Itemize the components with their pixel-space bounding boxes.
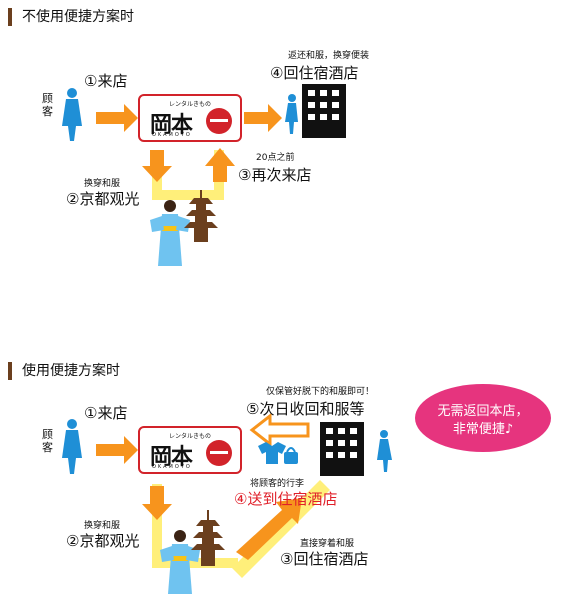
section2-route [152, 480, 330, 578]
clothes-and-bag-icon [258, 442, 298, 464]
pagoda-1 [184, 190, 218, 242]
customer-label-2: 顾客 [42, 428, 53, 454]
section2-step2-label: ②京都观光 [66, 532, 140, 550]
section2-arrows [96, 412, 310, 560]
pagoda-2 [191, 510, 225, 566]
section1-step3-label: ③再次来店 [238, 166, 312, 184]
logo-sub-text: OKAMOTO [152, 132, 192, 138]
traveler-figure-1 [285, 94, 298, 134]
section2-step3-note: 直接穿着和服 [300, 539, 355, 549]
section2-title: 使用便捷方案时 [8, 362, 120, 380]
section2-step2-note: 换穿和服 [84, 521, 121, 531]
traveler-figure-2 [377, 430, 392, 472]
customer-label-1: 顾客 [42, 92, 53, 118]
hotel-building-2 [320, 422, 364, 476]
customer-figure-1 [62, 88, 82, 141]
section1-step3-note: 20点之前 [256, 153, 295, 163]
section1-step1-label: ①来店 [84, 72, 128, 90]
okamoto-logo-2: レンタルきもの 岡本 OKAMOTO [138, 426, 242, 474]
section1-step2-note: 换穿和服 [84, 179, 121, 189]
section2-step5-note: 仅保管好脱下的和服即可！ [266, 387, 375, 397]
section2-step4-note: 将顾客的行李 [250, 479, 305, 489]
logo-seal [206, 108, 232, 134]
bubble-line-2: 非常便捷♪ [452, 422, 514, 437]
section1-step4-note: 返还和服，换穿便装 [288, 51, 370, 61]
convenience-speech-bubble: 无需返回本店， 非常便捷♪ [415, 384, 551, 452]
kimono-lady-1 [150, 200, 190, 266]
logo-sub-text: OKAMOTO [152, 464, 192, 470]
logo-top-text: レンタルきもの [168, 433, 211, 440]
logo-seal [206, 440, 232, 466]
section2-step3-label: ③回住宿酒店 [280, 550, 369, 568]
okamoto-logo-1: レンタルきもの 岡本 OKAMOTO [138, 94, 242, 142]
section1-title: 不使用便捷方案时 [8, 8, 134, 26]
section2-step4-label: ④送到住宿酒店 [234, 490, 338, 508]
section1-step4-label: ④回住宿酒店 [270, 64, 359, 82]
logo-main-text: 岡本 [150, 444, 193, 470]
hotel-building-1 [302, 84, 346, 138]
section1-step2-label: ②京都观光 [66, 190, 140, 208]
section2-step1-label: ①来店 [84, 404, 128, 422]
bubble-line-1: 无需返回本店， [437, 404, 529, 419]
section2-step5-label: ⑤次日收回和服等 [246, 400, 365, 418]
customer-figure-2 [62, 419, 82, 474]
logo-top-text: レンタルきもの [168, 101, 211, 108]
section1-arrows [96, 104, 282, 182]
logo-main-text: 岡本 [150, 112, 193, 138]
